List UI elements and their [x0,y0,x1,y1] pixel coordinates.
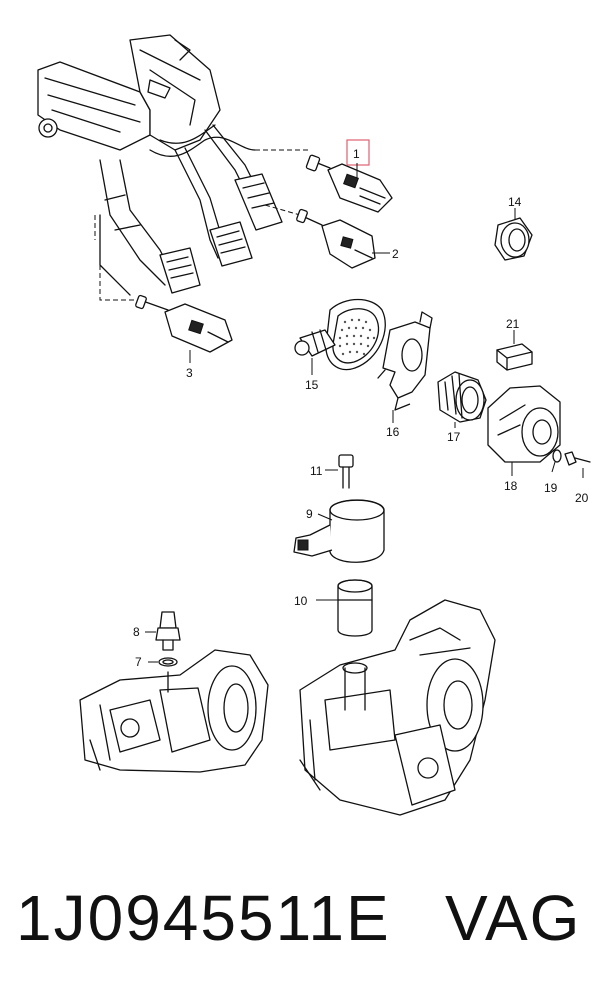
part-7-o-ring: 7 [135,655,178,669]
part-3-switch: 3 [135,294,233,380]
callout-2: 2 [392,247,399,261]
callout-1-highlight [346,139,370,166]
part-number: 1J0945511E [16,882,391,954]
part-21-block: 21 [496,317,533,371]
part-20-screw: 20 [564,451,591,505]
part-19-washer: 19 [544,449,562,495]
callout-19: 19 [544,481,558,495]
brand-label: VAG [445,882,582,954]
callout-7: 7 [135,655,142,669]
part-17-connector: 17 [437,371,487,444]
pedal-cluster [37,34,310,301]
callout-15: 15 [305,378,319,392]
callout-20: 20 [575,491,589,505]
footer: 1J0945511E VAG [0,868,600,968]
callout-1: 1 [353,147,360,161]
part-8-sensor: 8 [133,611,181,651]
part-15-sensor-plate: 15 [294,298,386,392]
callout-14: 14 [508,195,522,209]
part-1-brake-light-switch: 1 [305,139,393,213]
callout-10: 10 [294,594,308,608]
part-16-bracket: 16 [377,311,433,439]
callout-3: 3 [186,366,193,380]
callout-18: 18 [504,479,518,493]
callout-11: 11 [310,464,323,478]
exploded-parts-diagram: 1 2 3 14 [37,34,591,816]
part-11-bolt: 11 [310,454,354,489]
part-10-sleeve: 10 [294,579,373,637]
callout-21: 21 [506,317,520,331]
callout-16: 16 [386,425,400,439]
gearbox-housing-left [79,649,269,773]
part-9-solenoid: 9 [293,499,385,563]
callout-8: 8 [133,625,140,639]
callout-9: 9 [306,507,313,521]
part-18-actuator: 18 [487,385,561,493]
part-14-bushing: 14 [494,195,533,261]
gearbox-housing-right [299,599,496,816]
part-2-switch: 2 [296,208,399,269]
callout-17: 17 [447,430,461,444]
